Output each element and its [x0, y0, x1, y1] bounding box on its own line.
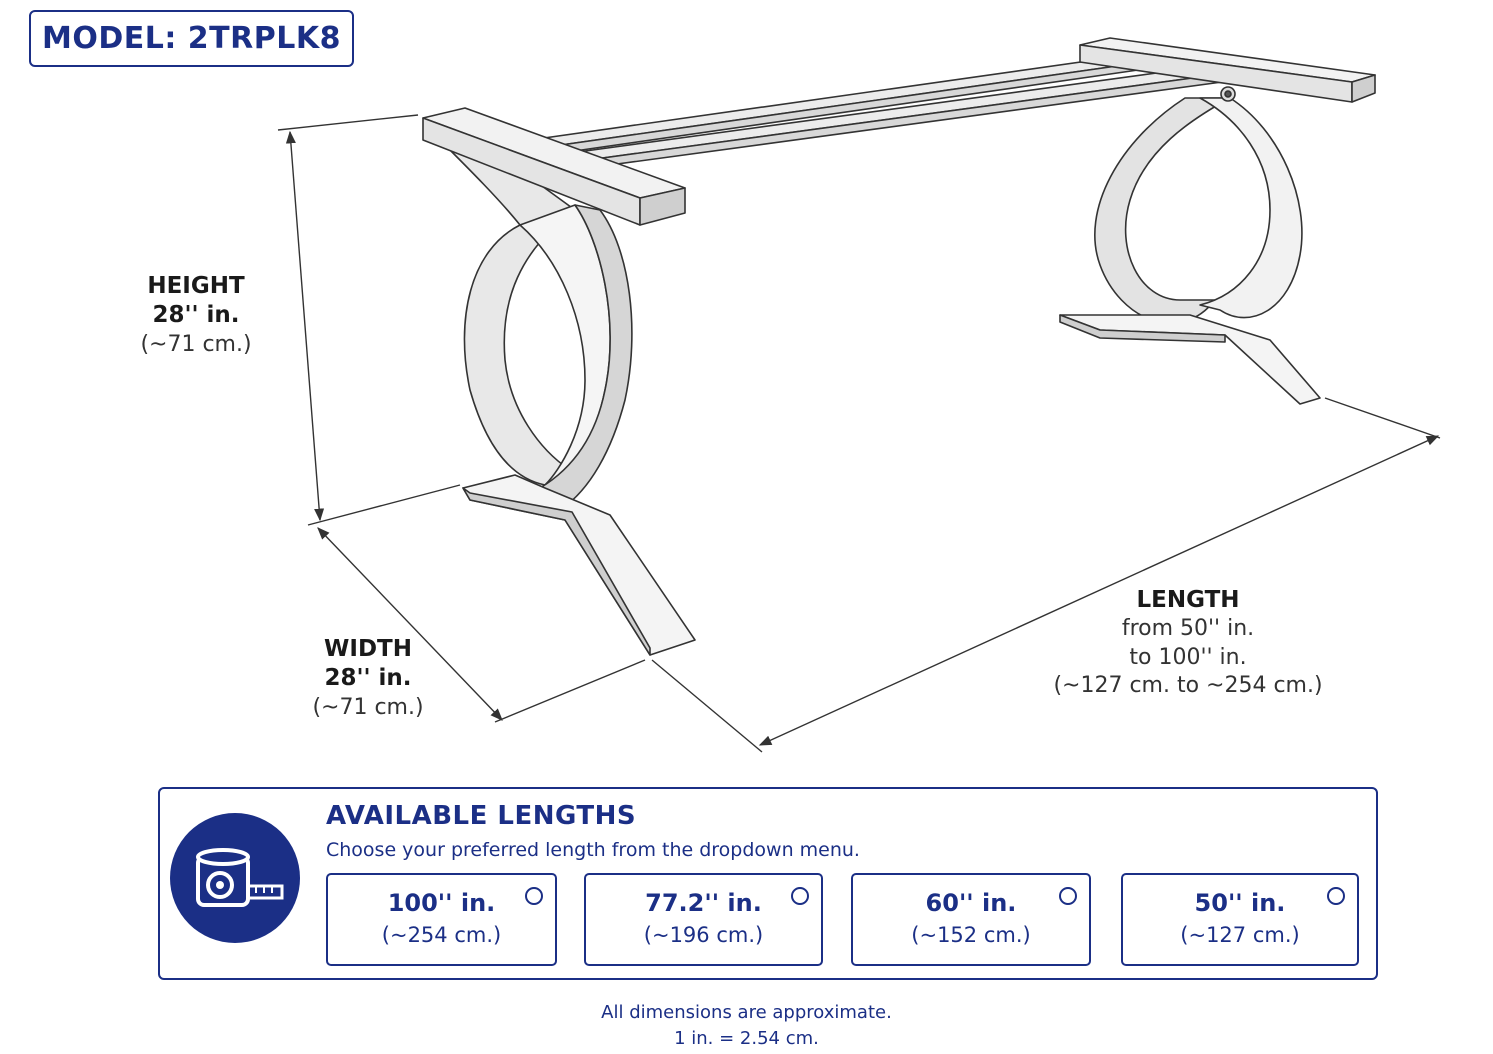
- height-name: HEIGHT: [147, 273, 245, 299]
- table-base-drawing: [277, 37, 1441, 753]
- width-name: WIDTH: [324, 636, 412, 662]
- width-metric: (~71 cm.): [312, 694, 424, 720]
- length-from: from 50'' in.: [1121, 616, 1255, 642]
- radio-button[interactable]: [791, 887, 809, 905]
- available-lengths-panel: AVAILABLE LENGTHS Choose your preferred …: [158, 787, 1378, 980]
- right-leg: [1059, 97, 1321, 405]
- height-imperial: 28'' in.: [152, 302, 240, 329]
- radio-button[interactable]: [1327, 887, 1345, 905]
- width-label: WIDTH 28'' in. (~71 cm.): [278, 635, 458, 722]
- option-metric: (~196 cm.): [643, 923, 764, 947]
- length-to: to 100'' in.: [1129, 644, 1247, 670]
- frame-rails: [529, 54, 1223, 169]
- lengths-title: AVAILABLE LENGTHS: [326, 801, 637, 831]
- option-imperial: 100'' in.: [387, 889, 496, 917]
- length-name: LENGTH: [1136, 587, 1240, 613]
- length-option-100[interactable]: 100'' in. (~254 cm.): [326, 873, 557, 966]
- right-top-bracket: [1079, 37, 1376, 103]
- option-imperial: 50'' in.: [1194, 889, 1286, 917]
- model-badge: MODEL: 2TRPLK8: [29, 10, 354, 67]
- length-option-77-2[interactable]: 77.2'' in. (~196 cm.): [584, 873, 823, 966]
- radio-button[interactable]: [525, 887, 543, 905]
- tape-measure-icon: [170, 813, 300, 943]
- option-metric: (~254 cm.): [381, 923, 502, 947]
- length-label: LENGTH from 50'' in. to 100'' in. (~127 …: [1038, 586, 1338, 700]
- length-metric: (~127 cm. to ~254 cm.): [1053, 672, 1323, 698]
- length-option-60[interactable]: 60'' in. (~152 cm.): [851, 873, 1091, 966]
- option-metric: (~127 cm.): [1180, 923, 1300, 947]
- footnote-line-1: All dimensions are approximate.: [601, 1002, 892, 1023]
- width-imperial: 28'' in.: [324, 665, 412, 692]
- lengths-subtitle: Choose your preferred length from the dr…: [326, 839, 860, 861]
- height-metric: (~71 cm.): [140, 331, 252, 357]
- option-imperial: 60'' in.: [925, 889, 1017, 917]
- height-label: HEIGHT 28'' in. (~71 cm.): [106, 272, 286, 359]
- footnote-line-2: 1 in. = 2.54 cm.: [674, 1028, 819, 1050]
- radio-button[interactable]: [1059, 887, 1077, 905]
- option-imperial: 77.2'' in.: [645, 889, 762, 917]
- option-metric: (~152 cm.): [911, 923, 1031, 947]
- dimension-lines: [277, 114, 1441, 753]
- model-label: MODEL: 2TRPLK8: [42, 21, 341, 56]
- left-top-bracket: [422, 107, 686, 226]
- length-option-50[interactable]: 50'' in. (~127 cm.): [1121, 873, 1359, 966]
- footnote: All dimensions are approximate. 1 in. = …: [0, 1000, 1493, 1052]
- left-leg: [439, 139, 696, 656]
